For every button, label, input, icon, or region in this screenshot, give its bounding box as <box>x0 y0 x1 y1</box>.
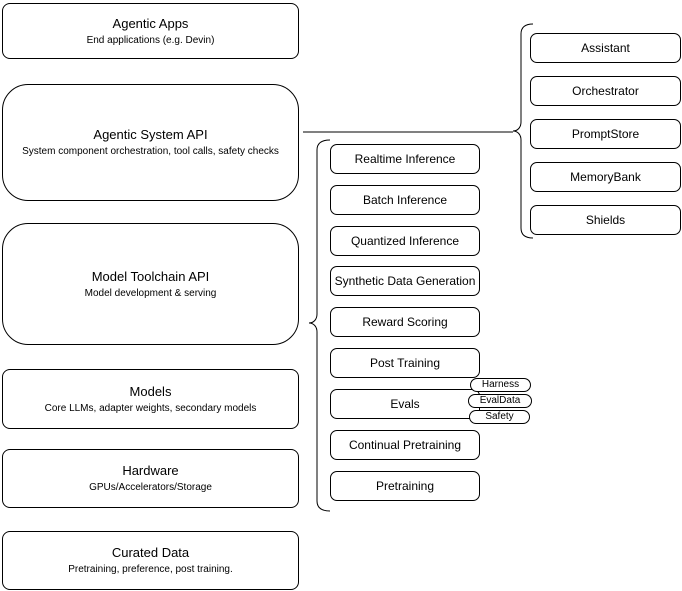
node-subtitle: Model development & serving <box>84 287 217 299</box>
node-label: Post Training <box>369 356 441 370</box>
node-label: Shields <box>585 213 626 227</box>
pill-evaldata: EvalData <box>468 394 532 408</box>
node-title: Models <box>129 383 172 399</box>
node-synthetic-data-generation: Synthetic Data Generation <box>330 266 480 296</box>
node-pretraining: Pretraining <box>330 471 480 501</box>
pill-label: Harness <box>481 379 520 390</box>
node-label: Batch Inference <box>362 193 448 207</box>
node-title: Hardware <box>122 463 179 478</box>
node-label: Evals <box>390 397 420 411</box>
node-reward-scoring: Reward Scoring <box>330 307 480 337</box>
node-title: Agentic Apps <box>112 15 189 31</box>
brace-system-components <box>512 23 534 239</box>
node-subtitle: System component orchestration, tool cal… <box>22 146 279 157</box>
node-label: Synthetic Data Generation <box>334 274 476 288</box>
node-label: MemoryBank <box>570 170 641 184</box>
node-models: Models Core LLMs, adapter weights, secon… <box>2 369 299 429</box>
node-subtitle: End applications (e.g. Devin) <box>86 34 215 46</box>
pill-label: Safety <box>485 411 514 422</box>
node-quantized-inference: Quantized Inference <box>330 226 480 256</box>
node-post-training: Post Training <box>330 348 480 378</box>
node-continual-pretraining: Continual Pretraining <box>330 430 480 460</box>
node-label: Reward Scoring <box>362 315 448 329</box>
node-subtitle: GPUs/Accelerators/Storage <box>89 482 212 493</box>
node-agentic-apps: Agentic Apps End applications (e.g. Devi… <box>2 3 299 59</box>
node-orchestrator: Orchestrator <box>530 76 681 106</box>
node-title: Curated Data <box>111 545 190 560</box>
node-label: Assistant <box>581 41 630 55</box>
node-agentic-system-api: Agentic System API System component orch… <box>2 84 299 201</box>
node-title: Agentic System API <box>93 127 208 142</box>
node-realtime-inference: Realtime Inference <box>330 144 480 174</box>
node-label: Pretraining <box>375 479 435 493</box>
node-promptstore: PromptStore <box>530 119 681 149</box>
node-label: Realtime Inference <box>354 152 456 166</box>
pill-label: EvalData <box>479 395 521 406</box>
node-label: Continual Pretraining <box>348 438 462 452</box>
pill-harness: Harness <box>470 378 531 392</box>
node-subtitle: Pretraining, preference, post training. <box>68 564 233 575</box>
node-title: Model Toolchain API <box>91 268 210 284</box>
node-label: Orchestrator <box>572 84 639 98</box>
node-model-toolchain-api: Model Toolchain API Model development & … <box>2 223 299 345</box>
node-evals: Evals <box>330 389 480 419</box>
node-label: PromptStore <box>571 127 640 141</box>
node-subtitle: Core LLMs, adapter weights, secondary mo… <box>44 402 257 414</box>
node-curated-data: Curated Data Pretraining, preference, po… <box>2 531 299 590</box>
node-label: Quantized Inference <box>350 234 460 248</box>
pill-safety: Safety <box>469 410 530 424</box>
node-assistant: Assistant <box>530 33 681 63</box>
node-memorybank: MemoryBank <box>530 162 681 192</box>
node-hardware: Hardware GPUs/Accelerators/Storage <box>2 449 299 508</box>
node-shields: Shields <box>530 205 681 235</box>
brace-toolchain <box>308 139 331 512</box>
node-batch-inference: Batch Inference <box>330 185 480 215</box>
